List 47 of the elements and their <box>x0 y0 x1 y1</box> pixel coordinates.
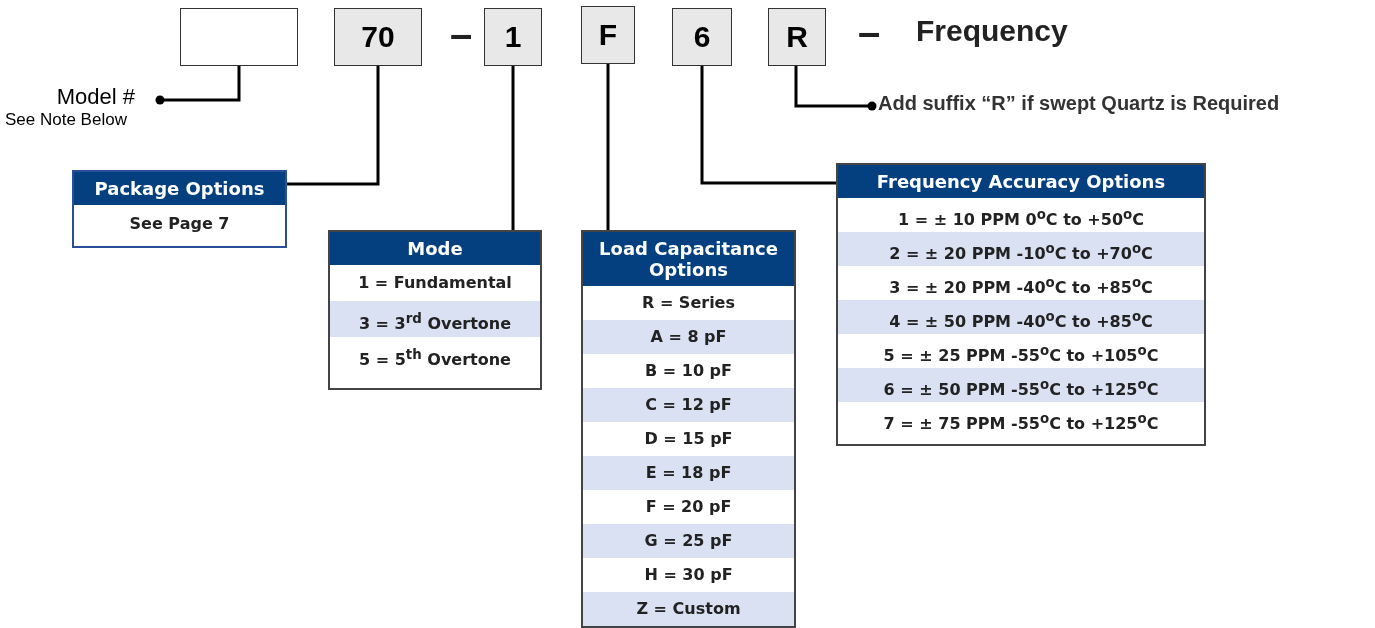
code-box: 6 <box>672 8 732 66</box>
table-row: G = 25 pF <box>583 524 794 558</box>
table-row-text: See Page 7 <box>128 213 231 235</box>
note-text: See Note Below <box>5 110 128 130</box>
table-row: E = 18 pF <box>583 456 794 490</box>
leader-line <box>606 64 610 230</box>
dash-sign: – <box>450 12 473 57</box>
table-row: C = 12 pF <box>583 388 794 422</box>
table-header: Frequency Accuracy Options <box>838 165 1204 198</box>
table-row-text: 1 = Fundamental <box>357 272 513 294</box>
leader-line <box>794 66 877 111</box>
table-row-text: H = 30 pF <box>643 564 734 586</box>
table-row-text: R = Series <box>641 292 736 314</box>
options-table <box>836 163 1206 446</box>
table-header: Load Capacitance Options <box>583 232 794 286</box>
table-row-text: 5 = 5$^{th}$ Overtone <box>358 346 512 372</box>
options-table <box>328 230 542 390</box>
options-table <box>581 230 796 628</box>
code-box: R <box>768 8 826 66</box>
table-header: Mode <box>330 232 540 265</box>
leader-line <box>155 66 241 105</box>
table-row: A = 8 pF <box>583 320 794 354</box>
leader-line <box>700 66 836 185</box>
dash-sign: – <box>858 10 881 55</box>
table-row-text: 1 = ± 10 PPM 0$^{o}$C to +50$^{o}$C <box>897 206 1145 232</box>
leader-line <box>287 66 380 186</box>
code-box <box>180 8 298 66</box>
leader-line <box>511 66 515 230</box>
table-row: 2 = ± 20 PPM -10$^{o}$C to +70$^{o}$C <box>838 232 1204 266</box>
code-box: F <box>581 6 635 64</box>
table-row-text: 7 = ± 75 PPM -55$^{o}$C to +125$^{o}$C <box>882 410 1160 436</box>
code-box: 70 <box>334 8 422 66</box>
table-row-text: F = 20 pF <box>644 496 733 518</box>
table-row: 3 = 3$^{rd}$ Overtone <box>330 301 540 337</box>
table-row: 6 = ± 50 PPM -55$^{o}$C to +125$^{o}$C <box>838 368 1204 402</box>
table-row-text: D = 15 pF <box>643 428 734 450</box>
label-text: Model # <box>55 84 136 110</box>
label-text: Add suffix “R” if swept Quartz is Required <box>878 92 1281 115</box>
table-header: Package Options <box>74 172 285 205</box>
options-table <box>72 170 287 248</box>
table-row-text: 5 = ± 25 PPM -55$^{o}$C to +105$^{o}$C <box>882 342 1160 368</box>
table-row-text: 3 = ± 20 PPM -40$^{o}$C to +85$^{o}$C <box>888 274 1154 300</box>
code-box: 1 <box>484 8 542 66</box>
table-row: 4 = ± 50 PPM -40$^{o}$C to +85$^{o}$C <box>838 300 1204 334</box>
table-row: Z = Custom <box>583 592 794 626</box>
suffix-label: Frequency <box>916 14 1068 48</box>
table-row-text: B = 10 pF <box>644 360 733 382</box>
